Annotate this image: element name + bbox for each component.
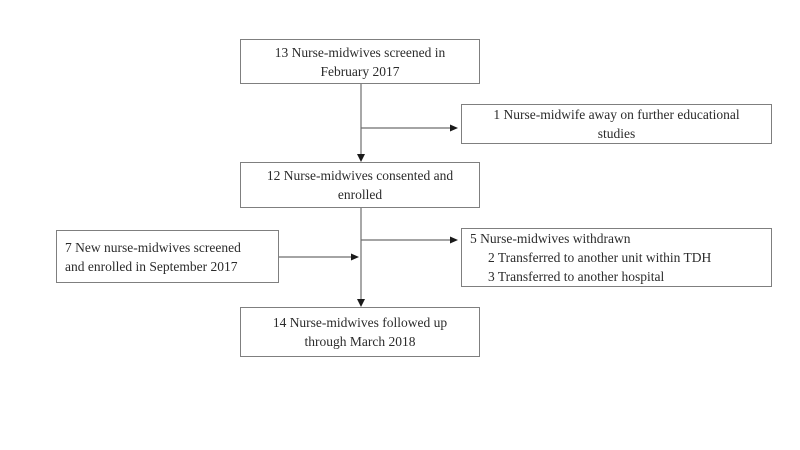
flow-box-withdrawn-line3: 3 Transferred to another hospital [488,269,665,284]
flow-box-new-enrolled: 7 New nurse-midwives screened and enroll… [56,230,279,283]
flow-box-consented: 12 Nurse-midwives consented and enrolled [240,162,480,208]
arrowhead-new-enrolled-to-spine [351,253,359,261]
flow-box-consented-line2: enrolled [337,187,383,202]
flow-box-educational-leave-line2: studies [597,126,636,141]
arrowhead-screened-to-consented [357,154,365,162]
arrowhead-to-educational-leave [450,124,458,132]
flow-box-withdrawn: 5 Nurse-midwives withdrawn 2 Transferred… [461,228,772,287]
flow-box-followup-line1: 14 Nurse-midwives followed up [272,315,448,330]
arrowhead-to-withdrawn [450,236,458,244]
flow-box-new-enrolled-line2: and enrolled in September 2017 [65,258,238,274]
flow-box-new-enrolled-line1: 7 New nurse-midwives screened [65,239,241,255]
flow-box-screened-line2: February 2017 [320,63,400,79]
flow-box-consented-line1: 12 Nurse-midwives consented and [266,168,454,183]
flow-box-withdrawn-line2: 2 Transferred to another unit within TDH [488,250,712,265]
flow-box-screened: 13 Nurse-midwives screened in February 2… [240,39,480,84]
flow-box-followup: 14 Nurse-midwives followed up through Ma… [240,307,480,357]
flow-box-followup-line2: through March 2018 [304,334,416,349]
flow-box-withdrawn-line1: 5 Nurse-midwives withdrawn [470,231,631,246]
flow-box-educational-leave: 1 Nurse-midwife away on further educatio… [461,104,772,144]
flow-box-screened-line1: 13 Nurse-midwives screened in [274,44,446,60]
flow-box-educational-leave-line1: 1 Nurse-midwife away on further educatio… [493,107,740,122]
arrowhead-consented-to-followup [357,299,365,307]
